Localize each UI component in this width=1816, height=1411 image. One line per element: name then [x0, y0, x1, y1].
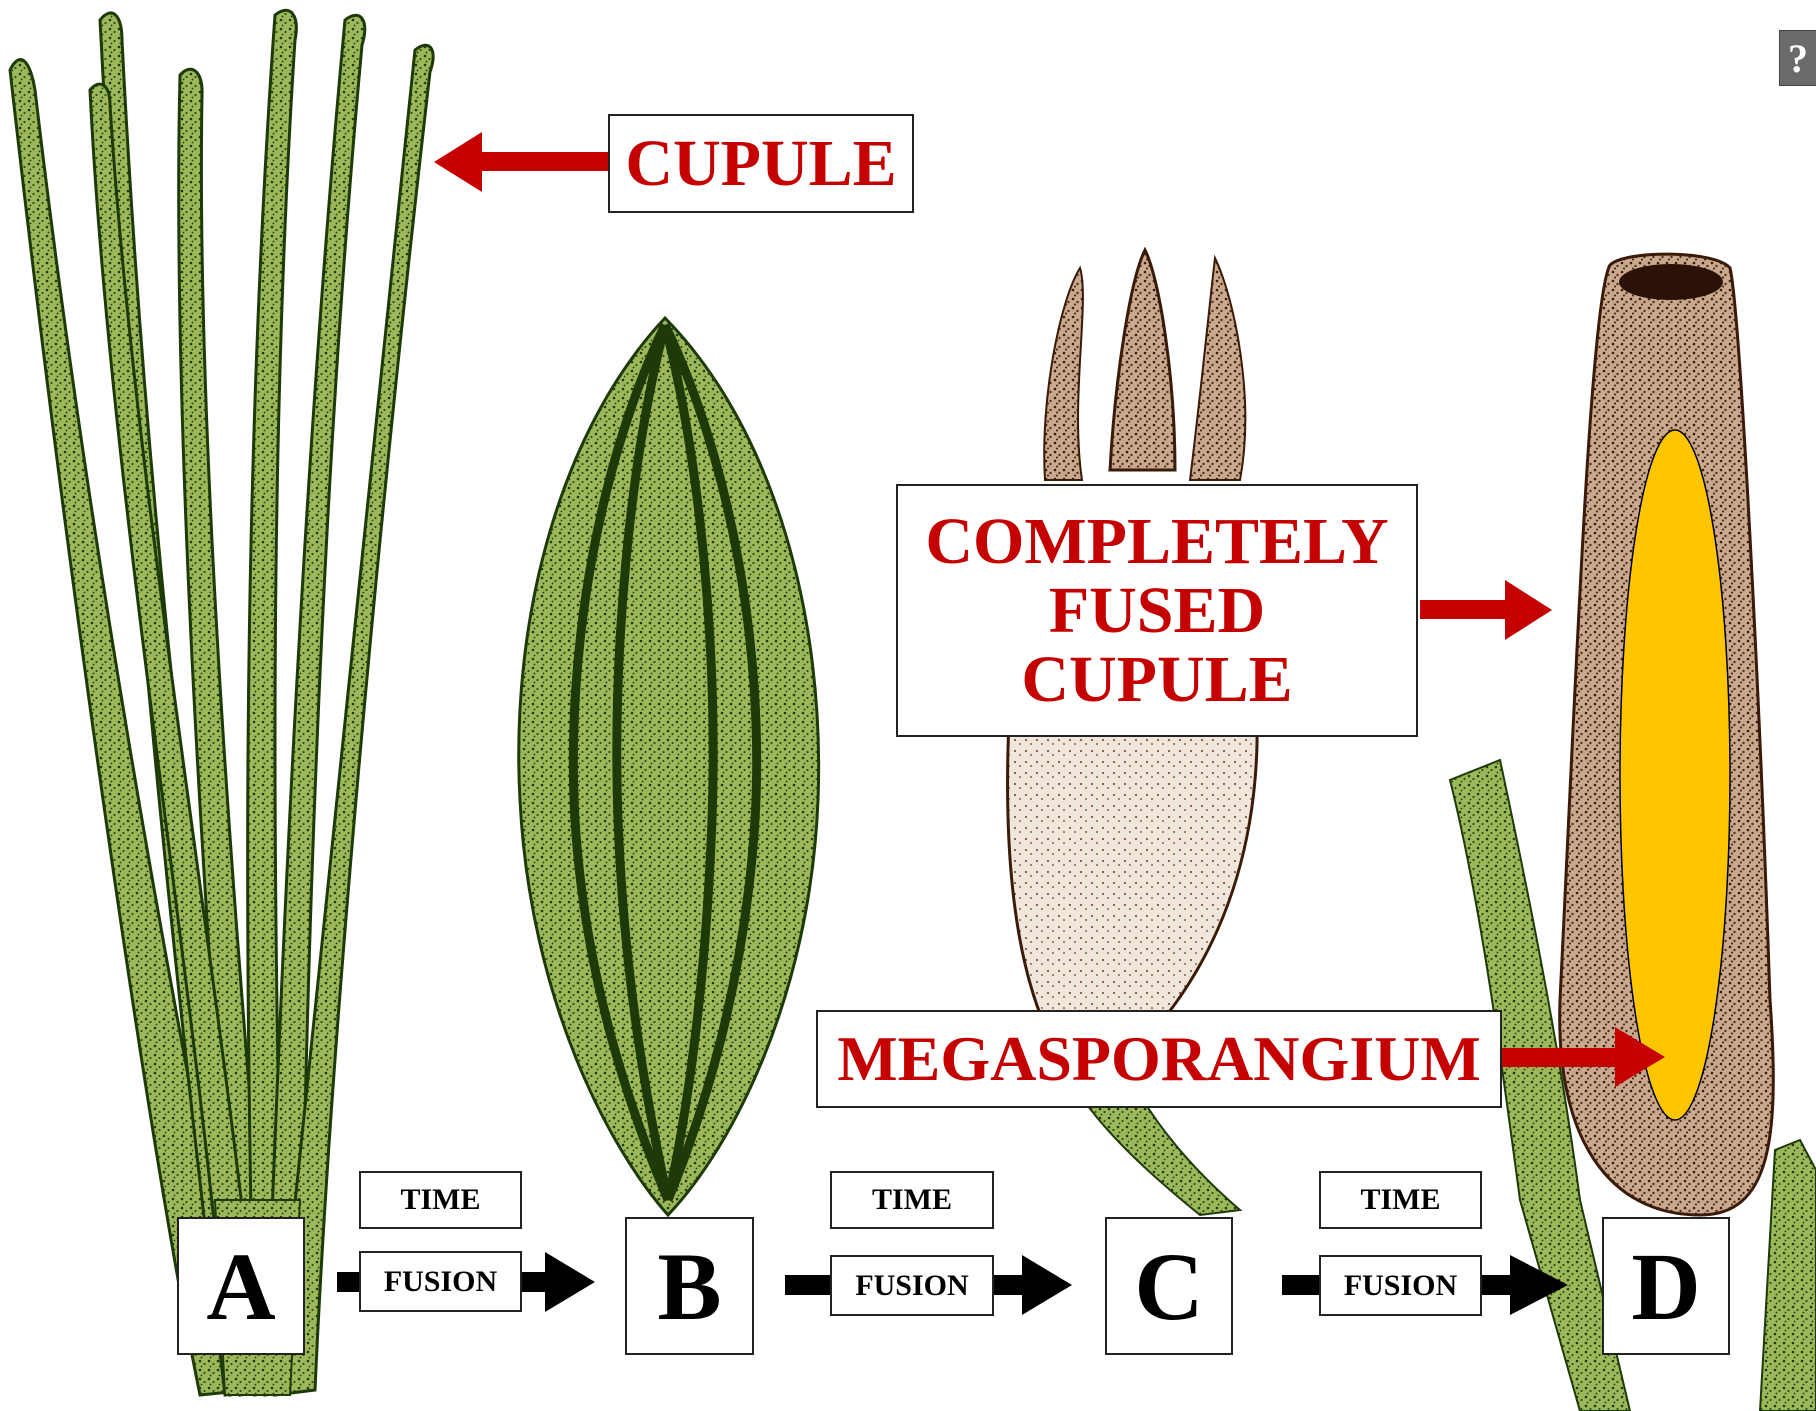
fusion-label-3-text: FUSION: [1344, 1269, 1457, 1303]
time-label-1-text: TIME: [400, 1183, 480, 1217]
stage-c-letter: C: [1134, 1231, 1203, 1342]
fused-cupule-line-2: FUSED: [1049, 576, 1265, 645]
time-label-3-text: TIME: [1360, 1183, 1440, 1217]
fused-cupule-line-3: CUPULE: [1021, 645, 1292, 714]
time-label-1: TIME: [359, 1171, 522, 1229]
stage-c-box: C: [1105, 1217, 1233, 1355]
stage-a-letter: A: [206, 1231, 275, 1342]
help-button[interactable]: ?: [1779, 30, 1816, 86]
fused-cupule-pointer-arrow: [1420, 580, 1552, 640]
time-label-2-text: TIME: [872, 1183, 952, 1217]
stage-a-box: A: [177, 1217, 305, 1355]
fusion-label-1-text: FUSION: [384, 1265, 497, 1299]
stage-b-partially-fused-cupule: [519, 318, 819, 1215]
cupule-label-text: CUPULE: [625, 129, 896, 198]
stage-d-box: D: [1602, 1217, 1730, 1355]
fusion-label-2-text: FUSION: [855, 1269, 968, 1303]
fused-cupule-label: COMPLETELY FUSED CUPULE: [896, 484, 1418, 737]
cupule-pointer-arrow: [434, 132, 610, 192]
fusion-label-1: FUSION: [359, 1251, 522, 1312]
fusion-label-3: FUSION: [1319, 1255, 1482, 1316]
stage-b-letter: B: [657, 1231, 721, 1342]
time-label-2: TIME: [830, 1171, 994, 1229]
help-icon: ?: [1788, 35, 1808, 82]
stage-b-box: B: [625, 1217, 754, 1355]
megasporangium-label: MEGASPORANGIUM: [816, 1010, 1502, 1108]
stage-d-letter: D: [1631, 1231, 1700, 1342]
megasporangium-shape: [1620, 430, 1730, 1120]
fusion-label-2: FUSION: [830, 1255, 994, 1316]
megasporangium-label-text: MEGASPORANGIUM: [837, 1025, 1481, 1092]
fused-cupule-line-1: COMPLETELY: [925, 507, 1388, 576]
time-label-3: TIME: [1319, 1171, 1482, 1229]
cupule-label: CUPULE: [608, 114, 914, 213]
